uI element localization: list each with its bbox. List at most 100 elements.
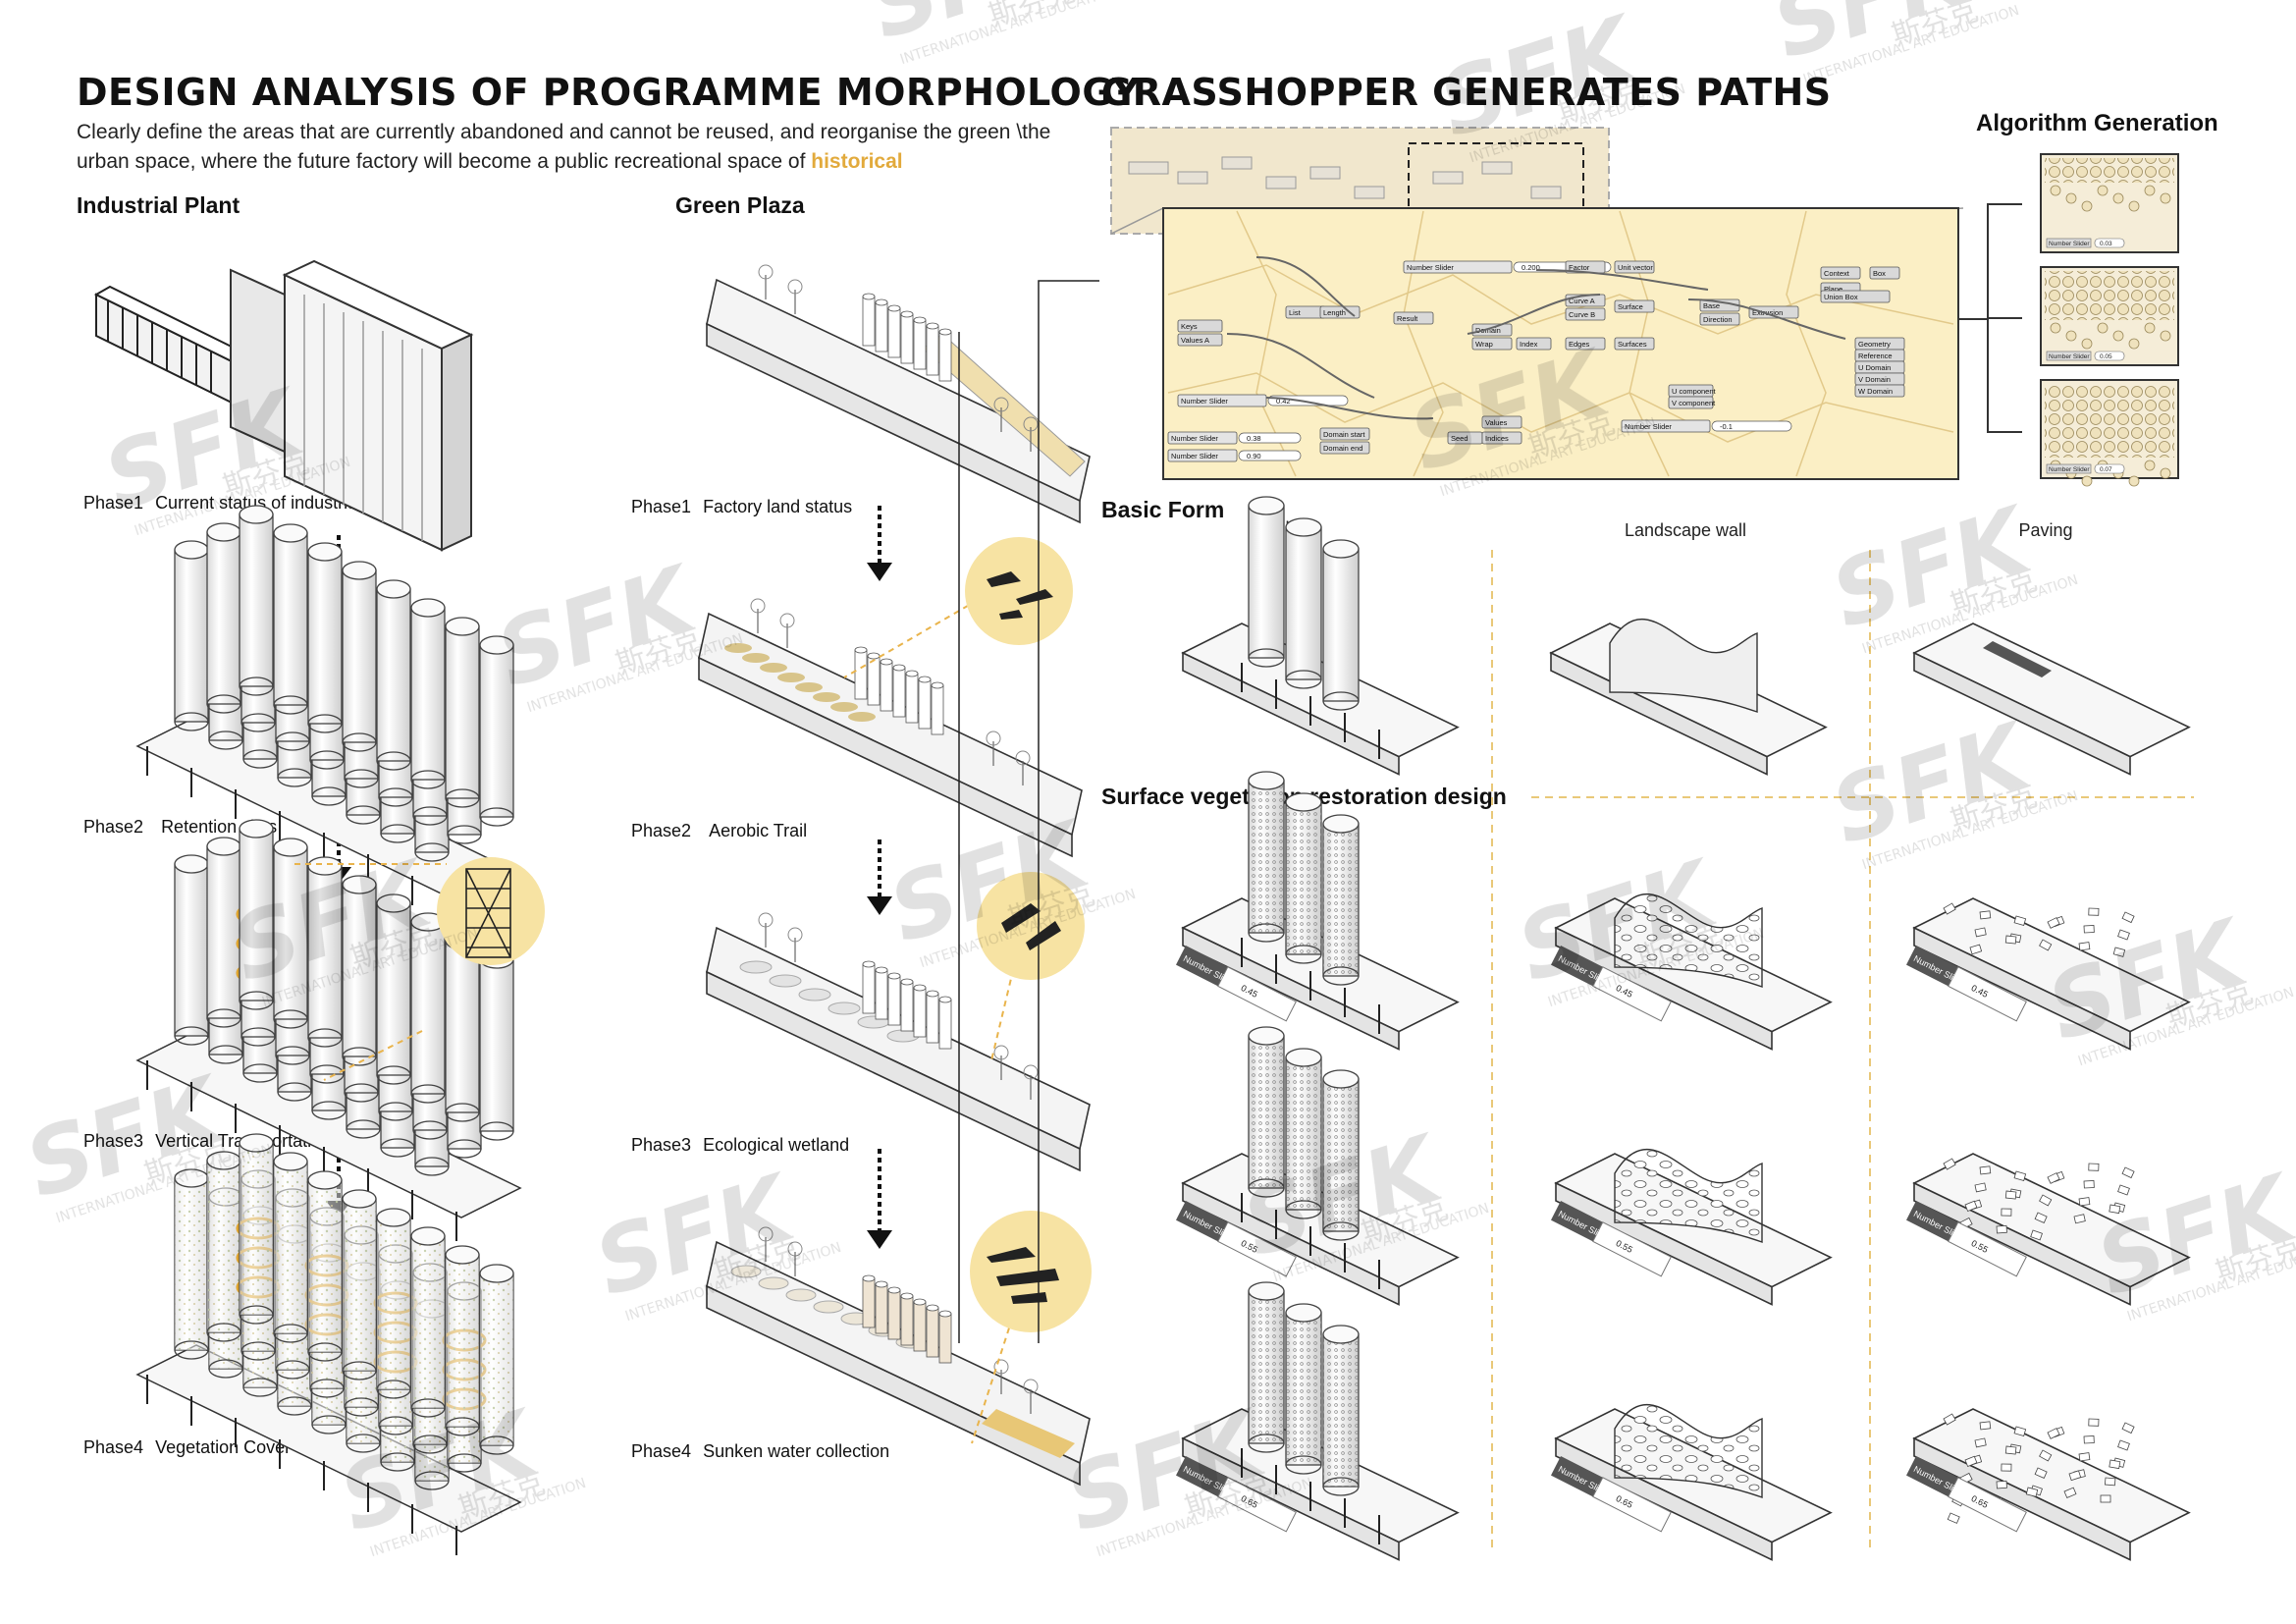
plaza-slab-phase2 — [698, 598, 1083, 858]
silo — [342, 561, 377, 752]
svg-text:Result: Result — [1397, 314, 1418, 323]
svg-text:-0.1: -0.1 — [1720, 422, 1733, 431]
green-plaza-heading: Green Plaza — [675, 192, 805, 218]
gh-node: Domain end — [1319, 441, 1370, 455]
right-title: GRASSHOPPER GENERATES PATHS — [1101, 71, 1832, 114]
silo — [410, 598, 446, 789]
svg-text:Union Box: Union Box — [1824, 293, 1858, 301]
gh-node: List — [1285, 305, 1326, 319]
gh-node: Values — [1481, 415, 1522, 429]
gh-node: Union Box — [1820, 290, 1891, 303]
gh-node: Index — [1516, 337, 1552, 351]
svg-text:Number Slider: Number Slider — [2049, 241, 2090, 247]
silo — [239, 1133, 274, 1325]
silo — [273, 1152, 308, 1343]
gh-node: V component — [1668, 396, 1716, 409]
svg-text:0.07: 0.07 — [2100, 466, 2112, 473]
svg-text:Base: Base — [1703, 301, 1720, 310]
algorithm-thumbnail: Number Slider 0.03 — [2040, 153, 2179, 253]
silo — [410, 1226, 446, 1418]
intro-paragraph: Clearly define the areas that are curren… — [77, 118, 1068, 177]
svg-text:Number Slider: Number Slider — [1407, 263, 1454, 272]
svg-text:U component: U component — [1672, 387, 1717, 396]
silo — [479, 949, 514, 1141]
silo — [445, 617, 480, 808]
stair-callout — [294, 857, 545, 1081]
plaza-slab-phase3 — [706, 912, 1091, 1172]
silo — [342, 875, 377, 1066]
gh-node: Domain start — [1319, 427, 1370, 441]
svg-text:Length: Length — [1323, 308, 1346, 317]
silo — [376, 1208, 411, 1399]
silo — [239, 819, 274, 1010]
svg-text:Domain start: Domain start — [1323, 430, 1365, 439]
plant-silo-grid-phase4 — [135, 1133, 522, 1555]
svg-text:Plane: Plane — [1824, 285, 1842, 294]
algorithm-heading: Algorithm Generation — [1976, 110, 2218, 136]
svg-text:Number Slider: Number Slider — [1625, 422, 1672, 431]
silo — [174, 854, 209, 1046]
svg-text:W Domain: W Domain — [1858, 387, 1893, 396]
svg-text:V Domain: V Domain — [1858, 375, 1891, 384]
column-label-landscape-wall: Landscape wall — [1624, 520, 1747, 540]
gh-node: Length — [1319, 305, 1361, 319]
svg-text:Index: Index — [1520, 340, 1538, 349]
gh-node: Wrap — [1471, 337, 1513, 351]
silo — [376, 579, 411, 771]
svg-text:Number Slider: Number Slider — [1171, 452, 1218, 460]
svg-text:Context: Context — [1824, 269, 1850, 278]
svg-text:Wrap: Wrap — [1475, 340, 1493, 349]
basic-paving — [1912, 623, 2191, 776]
svg-text:Edges: Edges — [1569, 340, 1590, 349]
svg-text:Box: Box — [1873, 269, 1886, 278]
plant-silo-grid-phase3 — [135, 819, 522, 1241]
svg-text:0.03: 0.03 — [2100, 241, 2112, 247]
svg-text:Reference: Reference — [1858, 352, 1893, 360]
intro-highlight: historical — [811, 150, 903, 173]
svg-text:Curve B: Curve B — [1569, 310, 1595, 319]
gh-number-slider: Number Slider -0.1 — [1621, 419, 1792, 433]
svg-text:斯芬克: 斯芬克 — [985, 0, 1079, 34]
gh-node: Domain — [1471, 323, 1513, 337]
gh-number-slider: Number Slider 0.90 — [1167, 449, 1302, 462]
svg-text:Values A: Values A — [1181, 336, 1209, 345]
silo — [479, 635, 514, 827]
silo — [307, 856, 343, 1048]
left-title: DESIGN ANALYSIS OF PROGRAMME MORPHOLOGY — [77, 71, 1141, 114]
gh-node: Surfaces — [1614, 337, 1655, 351]
gh-node: Surface — [1614, 299, 1655, 313]
plaza-slabs — [698, 264, 1091, 1487]
gh-node: Geometry — [1854, 337, 1905, 351]
column-label-paving: Paving — [2018, 520, 2073, 540]
plant-building — [93, 259, 474, 552]
silo — [307, 1170, 343, 1362]
svg-text:Curve A: Curve A — [1569, 297, 1595, 305]
gh-node: W Domain — [1854, 384, 1905, 398]
silo — [206, 522, 241, 714]
silo — [239, 505, 274, 696]
connector-lines — [958, 280, 1099, 1343]
svg-text:Number Slider: Number Slider — [1171, 434, 1218, 443]
silo — [273, 838, 308, 1029]
svg-text:Factor: Factor — [1569, 263, 1590, 272]
svg-text:0.90: 0.90 — [1247, 452, 1261, 460]
gh-node: Reference — [1854, 349, 1905, 362]
gh-node: Extrusion — [1748, 305, 1799, 319]
